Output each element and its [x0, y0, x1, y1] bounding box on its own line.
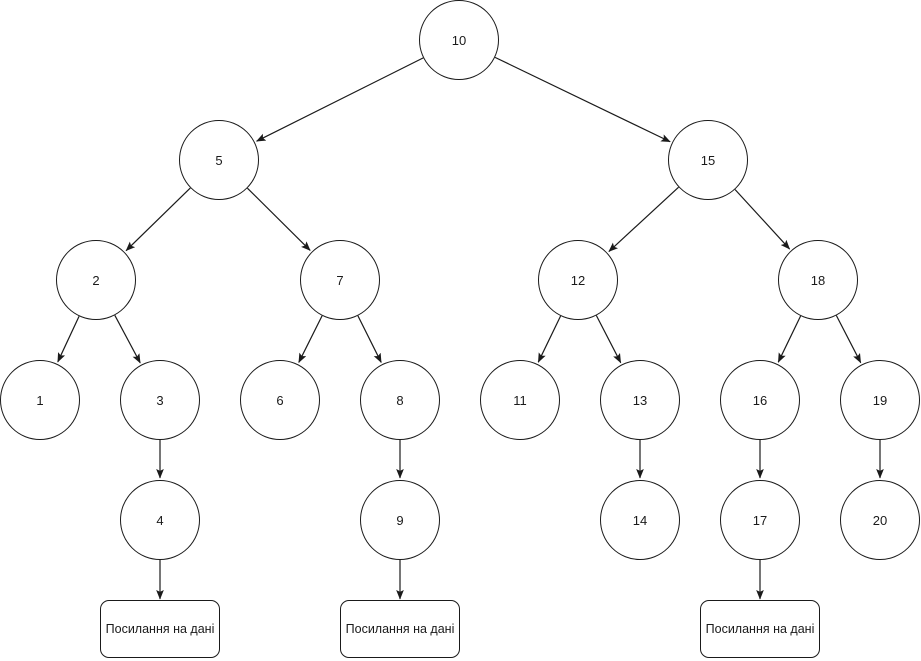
tree-node-6[interactable]: 6: [240, 360, 320, 440]
tree-node-label: 12: [570, 272, 586, 288]
tree-edge-n18-to-n16: [777, 315, 802, 363]
tree-node-15[interactable]: 15: [668, 120, 748, 200]
data-reference-box-label: Посилання на дані: [345, 621, 455, 636]
tree-node-9[interactable]: 9: [360, 480, 440, 560]
tree-node-label: 19: [872, 392, 888, 408]
tree-node-2[interactable]: 2: [56, 240, 136, 320]
tree-edge-n18-to-n19: [835, 315, 862, 364]
tree-node-label: 8: [396, 392, 404, 408]
tree-node-label: 20: [872, 512, 888, 528]
data-reference-box-label: Посилання на дані: [105, 621, 215, 636]
tree-node-label: 2: [92, 272, 100, 288]
data-reference-box-label: Посилання на дані: [705, 621, 815, 636]
tree-edge-n12-to-n11: [537, 315, 562, 363]
tree-edge-n15-to-n18: [734, 189, 791, 250]
tree-node-12[interactable]: 12: [538, 240, 618, 320]
tree-node-label: 13: [632, 392, 648, 408]
data-reference-box[interactable]: Посилання на дані: [100, 600, 220, 658]
tree-edge-n2-to-n1: [57, 315, 80, 363]
tree-node-label: 11: [513, 392, 527, 408]
tree-edge-n5-to-n7: [246, 187, 311, 251]
tree-node-18[interactable]: 18: [778, 240, 858, 320]
tree-node-label: 10: [451, 32, 467, 48]
tree-node-label: 9: [396, 512, 404, 528]
tree-node-3[interactable]: 3: [120, 360, 200, 440]
tree-node-19[interactable]: 19: [840, 360, 920, 440]
tree-node-label: 16: [752, 392, 768, 408]
tree-node-label: 15: [700, 152, 716, 168]
tree-node-11[interactable]: 11: [480, 360, 560, 440]
tree-edge-n5-to-n2: [125, 187, 191, 252]
tree-node-20[interactable]: 20: [840, 480, 920, 560]
tree-edge-n10-to-n15: [494, 56, 671, 143]
tree-node-5[interactable]: 5: [179, 120, 259, 200]
tree-node-7[interactable]: 7: [300, 240, 380, 320]
tree-node-label: 3: [156, 392, 164, 408]
tree-edge-n2-to-n3: [114, 315, 141, 364]
tree-node-label: 1: [36, 392, 44, 408]
tree-node-8[interactable]: 8: [360, 360, 440, 440]
tree-node-14[interactable]: 14: [600, 480, 680, 560]
tree-edge-n12-to-n13: [595, 315, 622, 364]
tree-node-1[interactable]: 1: [0, 360, 80, 440]
data-reference-box[interactable]: Посилання на дані: [700, 600, 820, 658]
tree-node-10[interactable]: 10: [419, 0, 499, 80]
tree-node-16[interactable]: 16: [720, 360, 800, 440]
tree-node-label: 7: [336, 272, 344, 288]
tree-node-13[interactable]: 13: [600, 360, 680, 440]
tree-node-label: 18: [810, 272, 826, 288]
data-reference-box[interactable]: Посилання на дані: [340, 600, 460, 658]
tree-node-label: 6: [276, 392, 284, 408]
tree-node-label: 17: [752, 512, 768, 528]
tree-node-label: 14: [632, 512, 648, 528]
tree-edge-n7-to-n6: [298, 315, 323, 363]
tree-edge-n10-to-n5: [256, 57, 424, 142]
tree-node-label: 5: [215, 152, 223, 168]
tree-edge-n7-to-n8: [357, 315, 382, 363]
tree-node-17[interactable]: 17: [720, 480, 800, 560]
tree-node-label: 4: [156, 512, 164, 528]
tree-node-4[interactable]: 4: [120, 480, 200, 560]
tree-edge-n15-to-n12: [608, 186, 680, 252]
